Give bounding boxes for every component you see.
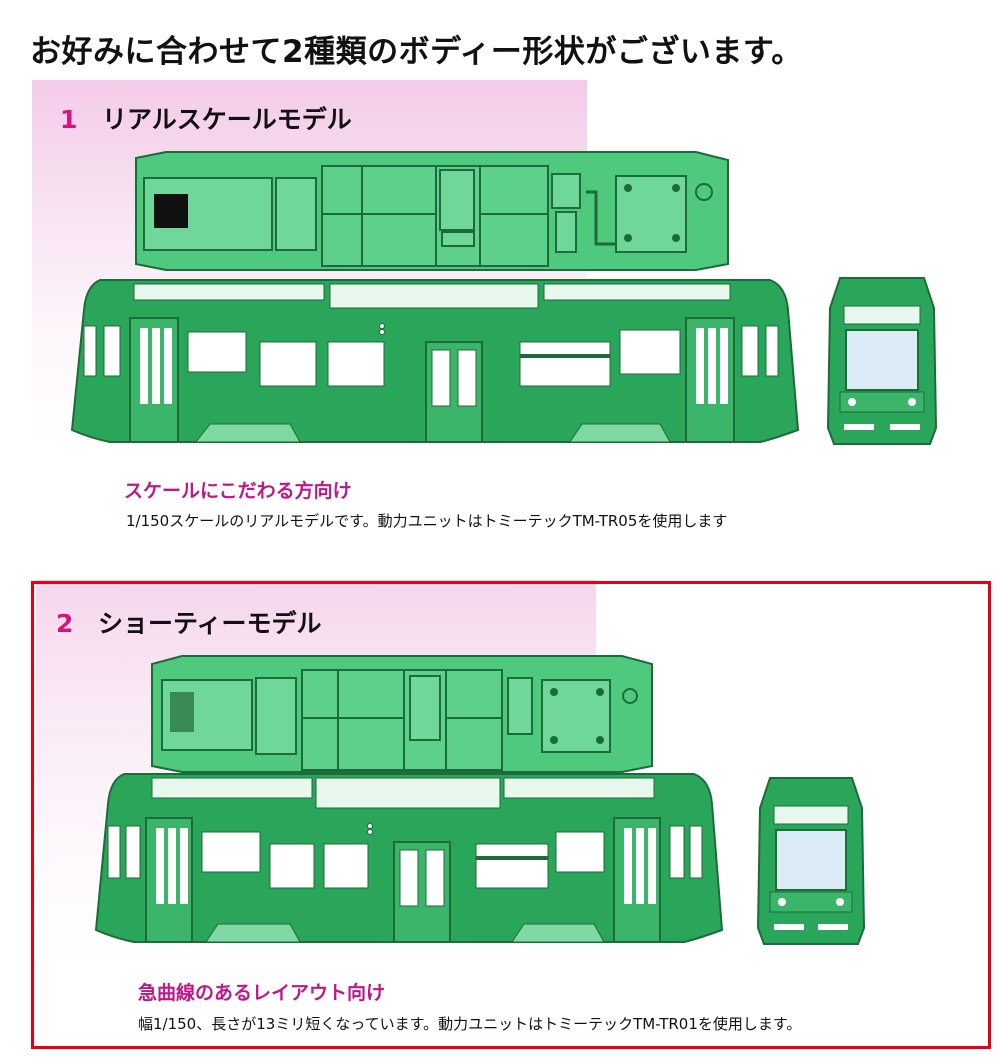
section-heading: 2 ショーティーモデル	[56, 604, 322, 640]
section-subtitle: 急曲線のあるレイアウト向け	[138, 982, 386, 1004]
section-subtitle: スケールにこだわる方向け	[124, 480, 352, 502]
section-number: 2	[56, 609, 74, 638]
section-name: ショーティーモデル	[98, 609, 322, 638]
page-title: お好みに合わせて2種類のボディー形状がございます。	[30, 34, 803, 70]
section-number: 1	[60, 105, 78, 134]
front-view-image	[756, 777, 866, 945]
section-heading: 1 リアルスケールモデル	[60, 100, 352, 136]
front-view-image	[826, 277, 938, 445]
section-description: 1/150スケールのリアルモデルです。動力ユニットはトミーテックTM-TR05を…	[126, 512, 728, 530]
section-description: 幅1/150、長さが13ミリ短くなっています。動力ユニットはトミーテックTM-T…	[138, 1015, 802, 1033]
roof-view-image	[151, 655, 653, 773]
section-name: リアルスケールモデル	[102, 105, 352, 134]
side-view-image	[70, 279, 800, 443]
roof-view-image	[135, 151, 729, 271]
highlight-frame	[31, 581, 991, 1049]
side-view-image	[94, 773, 724, 943]
